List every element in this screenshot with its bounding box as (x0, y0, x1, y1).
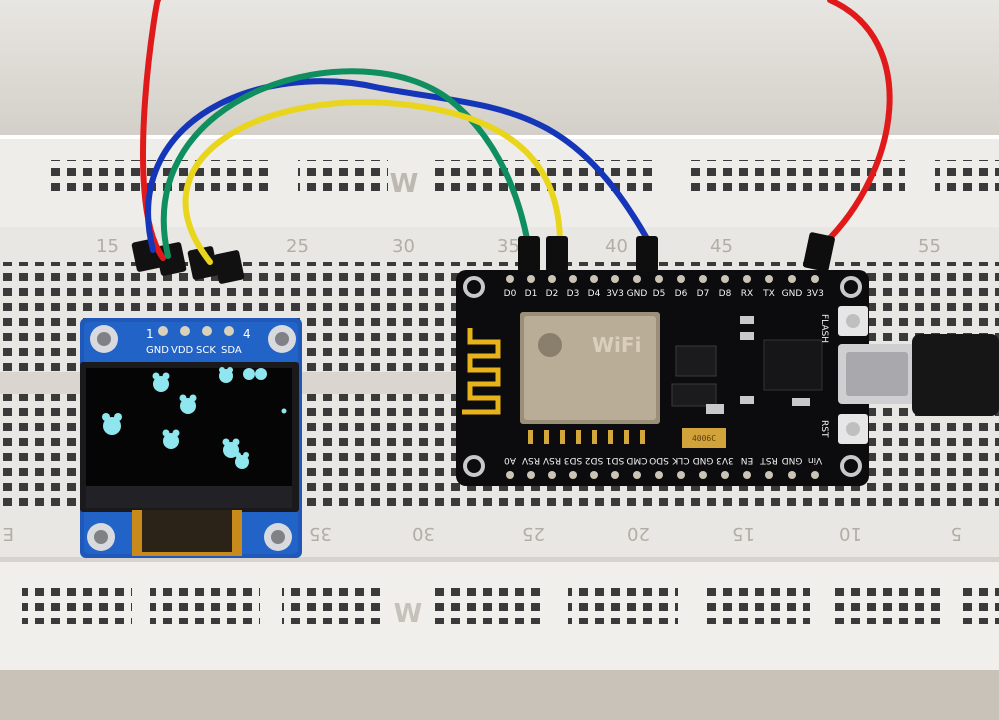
pin-d0: D0 (504, 289, 517, 299)
col-num-15-bottom: 15 (732, 523, 755, 544)
col-num-15: 15 (96, 236, 119, 257)
pin-vin: Vin (808, 455, 822, 465)
pin-gnd-2: GND (782, 289, 803, 299)
nodemcu-bottom-pin-labels: A0 RSV RSV SD3 SD2 SD1 CMD SDO CLK GND 3… (504, 455, 822, 465)
oled-module: 1 4 GND VDD SCK SDA (80, 318, 302, 558)
wall-background (0, 0, 999, 140)
antenna-trace (462, 328, 501, 415)
pin-gnd-4: GND (782, 455, 803, 465)
col-num-40: 40 (605, 236, 628, 257)
usb-serial-chip (763, 339, 823, 391)
raspberry-icon (162, 429, 180, 449)
pin-d1: D1 (525, 289, 538, 299)
col-num-5-bottom: 5 (951, 523, 962, 544)
pin-rsv-2: RSV (542, 455, 561, 465)
col-num-10-bottom: 10 (839, 523, 862, 544)
pin-d8: D8 (719, 289, 732, 299)
col-num-30: 30 (392, 236, 415, 257)
nodemcu-top-pin-labels: D0 D1 D2 D3 D4 3V3 GND D5 D6 D7 D8 RX TX… (504, 289, 824, 299)
raspberry-icon (243, 368, 267, 380)
bottom-column-numbers: 30 25 20 15 10 5 35 E (3, 523, 962, 544)
capacitor (682, 428, 726, 448)
raspberry-icon (179, 394, 197, 414)
oled-pin-vdd: VDD (171, 345, 194, 356)
pin-cmd: CMD (626, 455, 647, 465)
oled-pin-gnd: GND (146, 345, 169, 356)
oled-pin-sck: SCK (196, 345, 216, 356)
pin-rsv: RSV (521, 455, 540, 465)
oled-pin-labels: GND VDD SCK SDA (146, 345, 242, 356)
raspberry-icon (235, 452, 249, 469)
pin-gnd: GND (627, 289, 648, 299)
wire-yellow (182, 99, 563, 265)
pin-3v3: 3V3 (606, 289, 624, 299)
capacitor-label: 4006C (692, 434, 716, 443)
wire-red-board (821, 0, 893, 247)
breadboard-logo-bottom: W (394, 599, 423, 629)
breadboard-logo-top: W (390, 169, 419, 199)
top-column-numbers: 15 25 30 35 40 45 55 (96, 236, 941, 257)
oled-pin-number-1: 1 (146, 327, 154, 341)
raspberry-icon (219, 367, 233, 383)
oled-jumper-housings (131, 238, 245, 284)
col-num-20-bottom: 20 (627, 523, 650, 544)
pin-d4: D4 (588, 289, 601, 299)
col-num-35-bottom: 35 (309, 523, 332, 544)
pin-rx: RX (741, 289, 753, 299)
col-num-25-bottom: 25 (522, 523, 545, 544)
usb-cable (838, 334, 999, 416)
pin-sd3: SD3 (564, 455, 582, 465)
pin-d6: D6 (675, 289, 688, 299)
col-num-25: 25 (286, 236, 309, 257)
wire-green (160, 68, 531, 259)
pin-sdo: SDO (649, 455, 669, 465)
oled-pin-sda: SDA (221, 345, 242, 356)
pin-3v3-2: 3V3 (806, 289, 824, 299)
raspberry-icon (222, 438, 240, 458)
oled-raspberry-glyphs (102, 367, 287, 469)
board-jumper-housings (518, 232, 835, 272)
col-num-45: 45 (710, 236, 733, 257)
jumper-wires (140, 0, 893, 265)
pin-en: EN (741, 455, 753, 465)
col-num-35: 35 (497, 236, 520, 257)
col-num-30-bottom: 30 (412, 523, 435, 544)
table-surface (0, 670, 999, 720)
pin-tx: TX (762, 289, 775, 299)
pin-a0: A0 (504, 455, 516, 465)
wire-blue (145, 78, 653, 253)
pin-gnd-3: GND (693, 455, 714, 465)
pin-d5: D5 (653, 289, 666, 299)
pin-d3: D3 (567, 289, 580, 299)
pin-d7: D7 (697, 289, 710, 299)
raspberry-icon (152, 372, 170, 392)
row-letter-edge: E (3, 523, 14, 544)
flash-label: FLASH (819, 314, 829, 343)
nodemcu-board: D0 D1 D2 D3 D4 3V3 GND D5 D6 D7 D8 RX TX… (456, 270, 869, 486)
wifi-logo: WiFi (592, 333, 641, 357)
pin-d2: D2 (546, 289, 559, 299)
pin-sd2: SD2 (585, 455, 603, 465)
pin-rst: RST (760, 455, 778, 465)
bottom-power-rail: W (0, 557, 999, 670)
raspberry-icon (102, 413, 122, 435)
oled-pin-number-4: 4 (243, 327, 251, 341)
pin-clk: CLK (671, 455, 689, 465)
pin-3v3-3: 3V3 (716, 455, 734, 465)
col-num-55: 55 (918, 236, 941, 257)
pin-sd1: SD1 (606, 455, 624, 465)
rst-label: RST (819, 420, 829, 438)
